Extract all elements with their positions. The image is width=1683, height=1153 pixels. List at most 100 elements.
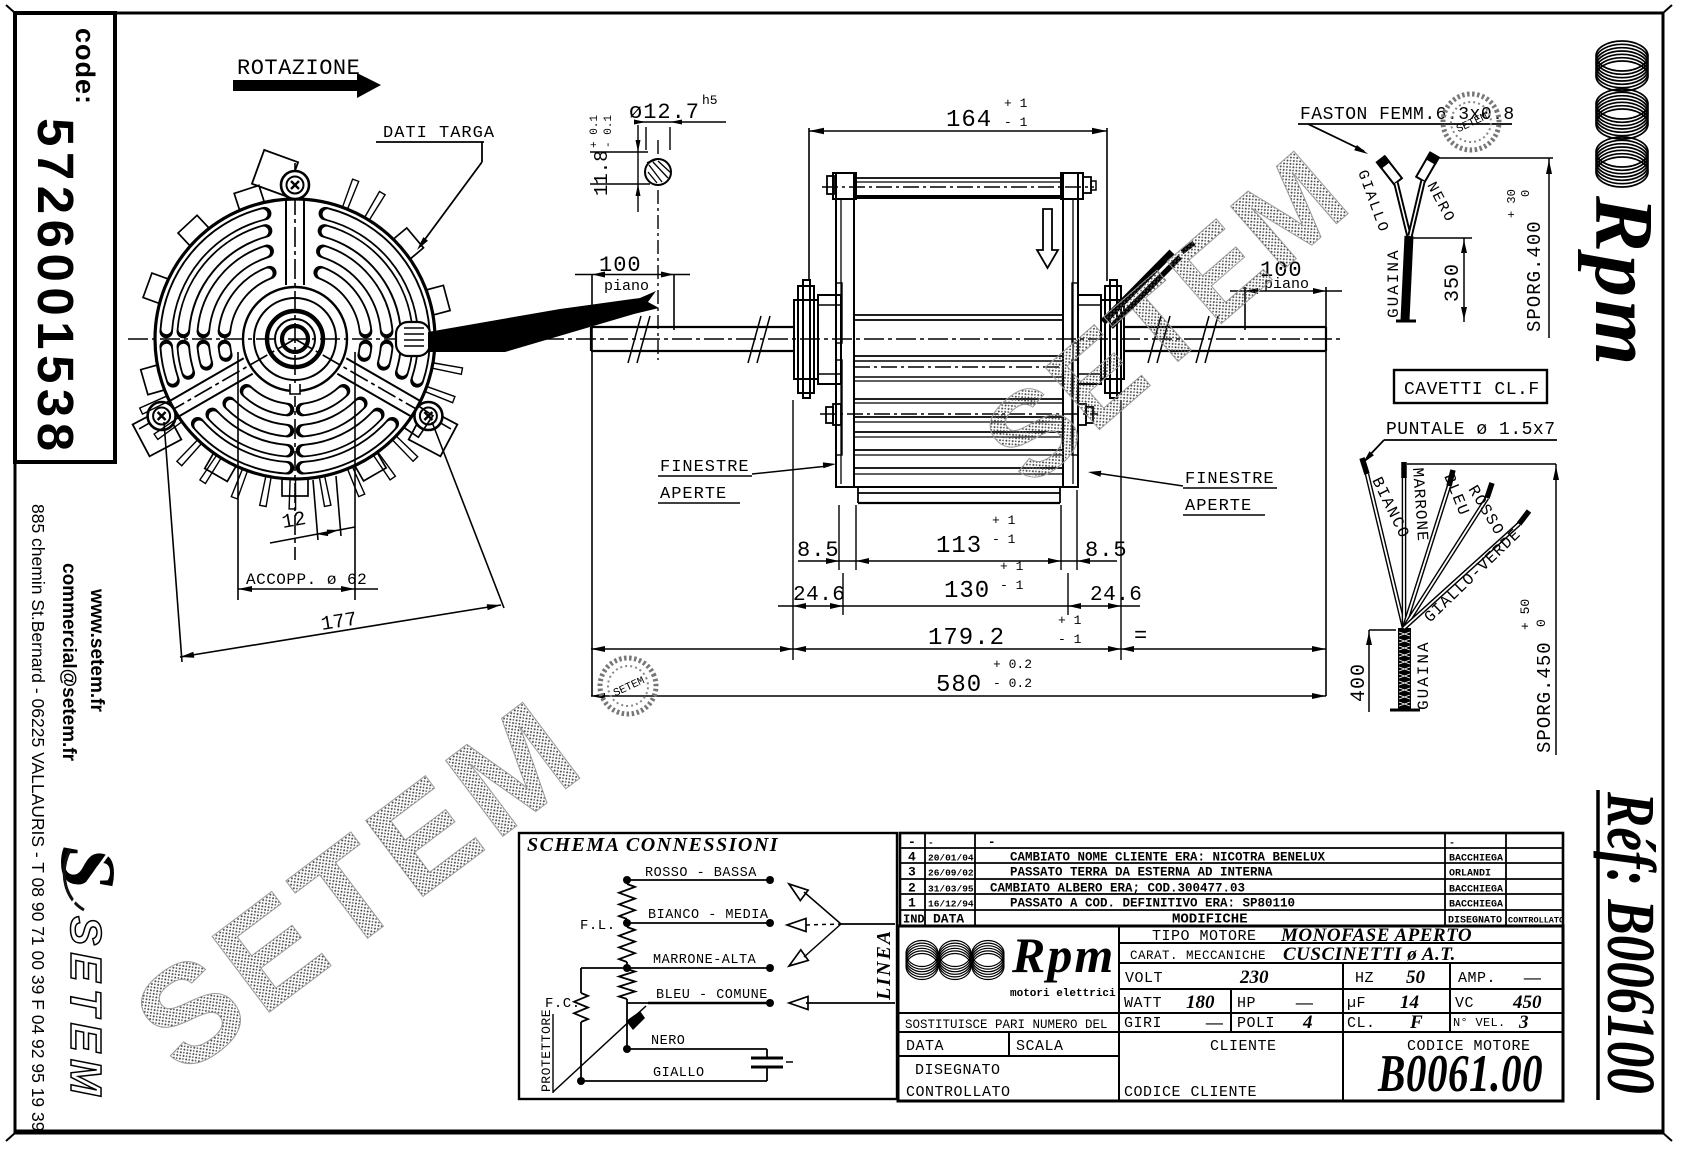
svg-text:CARAT. MECCANICHE: CARAT. MECCANICHE	[1130, 949, 1266, 963]
svg-text:B0061.00: B0061.00	[1377, 1045, 1543, 1103]
svg-text:F.C.: F.C.	[545, 996, 581, 1012]
svg-text:—: —	[1523, 968, 1541, 987]
svg-text:CODICE CLIENTE: CODICE CLIENTE	[1124, 1084, 1257, 1101]
svg-text:CAVETTI CL.F: CAVETTI CL.F	[1404, 380, 1540, 400]
svg-text:PROTETTORE: PROTETTORE	[539, 1009, 554, 1092]
svg-text:CODICE MOTORE: CODICE MOTORE	[1407, 1038, 1531, 1055]
svg-text:5726001538: 5726001538	[27, 118, 84, 457]
svg-text:230: 230	[1239, 967, 1269, 988]
svg-text:SETEM: SETEM	[61, 916, 110, 1103]
svg-text:1: 1	[908, 896, 916, 911]
svg-text:CAMBIATO ALBERO ERA; COD.30047: CAMBIATO ALBERO ERA; COD.300477.03	[990, 882, 1245, 896]
svg-text:130: 130	[944, 578, 990, 605]
svg-text:HZ: HZ	[1355, 970, 1374, 987]
svg-text:3: 3	[908, 865, 916, 880]
svg-text:+ 1: + 1	[1058, 613, 1082, 628]
svg-text:SPORG.450: SPORG.450	[1534, 641, 1556, 753]
svg-text:-: -	[988, 836, 996, 850]
svg-text:ROSSO - BASSA: ROSSO - BASSA	[645, 866, 757, 881]
svg-text:µF: µF	[1347, 995, 1366, 1012]
svg-text:8.5: 8.5	[797, 538, 840, 563]
svg-text:100: 100	[599, 253, 642, 278]
svg-text:SCALA: SCALA	[1016, 1038, 1064, 1055]
svg-text:+ 50: + 50	[1518, 599, 1533, 630]
svg-text:DATI TARGA: DATI TARGA	[383, 124, 495, 143]
svg-text:885 chemin St.Bernard - 06225: 885 chemin St.Bernard - 06225 VALLAURIS …	[28, 504, 48, 1132]
svg-text:F: F	[1409, 1012, 1423, 1033]
svg-text:-: -	[1449, 839, 1455, 850]
svg-text:400: 400	[1348, 663, 1371, 702]
svg-text:- 1: - 1	[1000, 578, 1024, 593]
svg-text:FINESTRE: FINESTRE	[660, 458, 750, 477]
svg-text:h5: h5	[702, 93, 718, 108]
svg-text:AMP.: AMP.	[1458, 970, 1496, 987]
svg-text:350: 350	[1442, 263, 1465, 302]
svg-text:F.L.: F.L.	[580, 918, 616, 934]
svg-text:GIALLO: GIALLO	[653, 1066, 705, 1081]
svg-text:MONOFASE APERTO: MONOFASE APERTO	[1280, 925, 1472, 946]
svg-text:+ 1: + 1	[1004, 96, 1028, 111]
svg-text:SCHEMA CONNESSIONI: SCHEMA CONNESSIONI	[527, 834, 779, 856]
svg-text:24.6: 24.6	[1090, 584, 1142, 607]
svg-text:-: -	[928, 838, 934, 849]
svg-text:12: 12	[280, 508, 308, 535]
svg-text:VC: VC	[1455, 995, 1474, 1012]
svg-text:BIANCO - MEDIA: BIANCO - MEDIA	[648, 908, 769, 923]
svg-text:DISEGNATO: DISEGNATO	[915, 1062, 1001, 1079]
svg-text:APERTE: APERTE	[1185, 497, 1252, 516]
svg-text:26/09/02: 26/09/02	[928, 868, 974, 879]
svg-text:580: 580	[936, 672, 982, 699]
svg-text:MODIFICHE: MODIFICHE	[1172, 912, 1248, 928]
svg-text:Rpm: Rpm	[1577, 195, 1670, 368]
svg-text:BACCHIEGA: BACCHIEGA	[1449, 900, 1503, 911]
svg-text:MARRONE-ALTA: MARRONE-ALTA	[653, 953, 757, 968]
svg-text:HP: HP	[1237, 995, 1256, 1012]
svg-text:24.6: 24.6	[793, 584, 845, 607]
svg-text:- 1: - 1	[1058, 632, 1082, 647]
svg-text:TIPO MOTORE: TIPO MOTORE	[1152, 928, 1257, 945]
svg-text:+ 30: + 30	[1505, 189, 1519, 218]
svg-text:commercial@setem.fr: commercial@setem.fr	[58, 563, 79, 762]
svg-text:14: 14	[1400, 992, 1419, 1013]
svg-text:POLI: POLI	[1237, 1015, 1275, 1032]
svg-text:CONTROLLATO: CONTROLLATO	[906, 1084, 1011, 1101]
svg-text:CONTROLLATO: CONTROLLATO	[1508, 916, 1564, 926]
svg-text:SPORG.400: SPORG.400	[1524, 220, 1546, 332]
svg-text:—: —	[1205, 1013, 1223, 1032]
svg-text:0: 0	[1534, 619, 1549, 627]
svg-text:BACCHIEGA: BACCHIEGA	[1449, 854, 1503, 865]
svg-text:GIRI: GIRI	[1124, 1015, 1162, 1032]
svg-text:3: 3	[1518, 1012, 1529, 1033]
svg-text:www.setem.fr: www.setem.fr	[86, 588, 107, 712]
svg-text:- 0.2: - 0.2	[993, 676, 1032, 691]
svg-text:IND: IND	[903, 913, 925, 927]
svg-text:PASSATO A COD. DEFINITIVO ERA:: PASSATO A COD. DEFINITIVO ERA: SP80110	[1010, 897, 1295, 911]
svg-text:WATT: WATT	[1124, 995, 1162, 1012]
svg-text:8.5: 8.5	[1085, 538, 1128, 563]
svg-text:CL.: CL.	[1347, 1015, 1376, 1032]
svg-text:+ 0.2: + 0.2	[993, 657, 1032, 672]
svg-text:PUNTALE ø 1.5x7: PUNTALE ø 1.5x7	[1386, 420, 1556, 440]
svg-text:piano: piano	[1264, 276, 1309, 293]
svg-text:- 1: - 1	[1004, 115, 1028, 130]
svg-text:-: -	[908, 835, 916, 850]
svg-text:164: 164	[946, 107, 992, 134]
svg-text:GUAINA: GUAINA	[1385, 248, 1403, 318]
svg-text:CUSCINETTI ø A.T.: CUSCINETTI ø A.T.	[1283, 944, 1456, 965]
svg-text:50: 50	[1406, 967, 1426, 988]
svg-text:113: 113	[936, 533, 982, 560]
svg-text:NERO: NERO	[651, 1034, 685, 1049]
svg-text:—: —	[1295, 993, 1313, 1012]
svg-text:VOLT: VOLT	[1125, 970, 1163, 987]
svg-text:0: 0	[1519, 190, 1533, 197]
svg-text:BACCHIEGA: BACCHIEGA	[1449, 885, 1503, 896]
svg-text:100: 100	[1260, 258, 1303, 283]
svg-text:code:: code:	[70, 28, 100, 105]
svg-text:DISEGNATO: DISEGNATO	[1448, 916, 1502, 927]
svg-text:180: 180	[1186, 992, 1215, 1013]
svg-text:APERTE: APERTE	[660, 485, 727, 504]
svg-text:Rpm: Rpm	[1011, 927, 1115, 983]
svg-text:DATA: DATA	[933, 912, 964, 927]
svg-text:SOSTITUISCE PARI NUMERO DEL: SOSTITUISCE PARI NUMERO DEL	[905, 1018, 1108, 1032]
svg-text:11.8: 11.8	[591, 150, 613, 196]
